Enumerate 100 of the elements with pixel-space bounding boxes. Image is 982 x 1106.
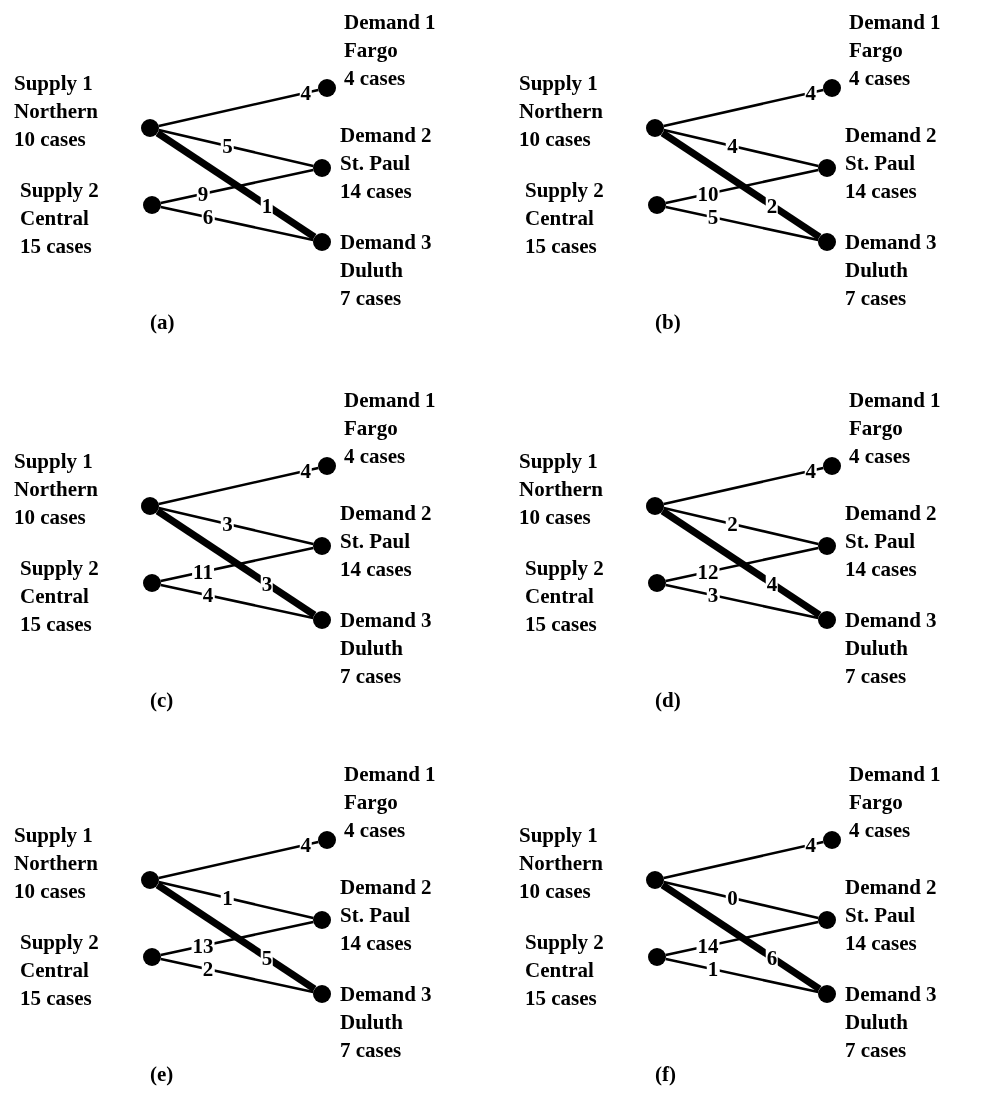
connector-line	[663, 840, 824, 880]
node-dot	[318, 79, 336, 97]
node-dot	[313, 537, 331, 555]
connector-line	[160, 546, 314, 583]
connector-line	[160, 583, 314, 620]
node-dot	[141, 871, 159, 889]
connector-line	[160, 168, 314, 205]
node-dot	[143, 948, 161, 966]
thick-connector-line	[155, 130, 317, 240]
connector-line	[665, 583, 819, 620]
thick-connector-line	[660, 882, 822, 992]
edge-label: 1	[260, 195, 274, 216]
node-label: Demand 2 St. Paul 14 cases	[845, 874, 937, 957]
node-dot	[141, 119, 159, 137]
connector-line	[158, 506, 314, 546]
node-label: Demand 1 Fargo 4 cases	[849, 387, 941, 470]
connector-line	[665, 205, 819, 242]
node-dot	[818, 233, 836, 251]
node-dot	[143, 574, 161, 592]
connector-line	[663, 88, 824, 128]
node-label: Demand 1 Fargo 4 cases	[344, 761, 436, 844]
node-dot	[823, 831, 841, 849]
connector-line	[160, 205, 314, 242]
edge-label: 6	[765, 947, 779, 968]
thick-connector-line	[660, 508, 822, 618]
node-dot	[313, 985, 331, 1003]
node-label: Supply 1 Northern 10 cases	[14, 822, 98, 905]
node-label: Supply 2 Central 15 cases	[525, 177, 604, 260]
edge-label: 5	[260, 947, 274, 968]
node-dot	[313, 159, 331, 177]
edge-label: 3	[260, 573, 274, 594]
connector-line	[158, 128, 314, 168]
node-label: Supply 2 Central 15 cases	[525, 929, 604, 1012]
node-dot	[823, 79, 841, 97]
node-dot	[818, 159, 836, 177]
panel-caption: (e)	[150, 1062, 174, 1087]
node-label: Supply 2 Central 15 cases	[20, 929, 99, 1012]
node-dot	[141, 497, 159, 515]
edge-label: 1	[221, 888, 234, 908]
panel-caption: (d)	[655, 688, 681, 713]
node-dot	[313, 233, 331, 251]
node-label: Demand 3 Duluth 7 cases	[340, 229, 432, 312]
connector-line	[665, 957, 819, 994]
node-label: Supply 1 Northern 10 cases	[14, 448, 98, 531]
edge-label: 2	[726, 514, 739, 534]
node-label: Supply 2 Central 15 cases	[20, 555, 99, 638]
node-label: Demand 3 Duluth 7 cases	[340, 607, 432, 690]
edge-label: 0	[726, 888, 739, 908]
node-dot	[313, 611, 331, 629]
node-label: Supply 2 Central 15 cases	[20, 177, 99, 260]
edge-label: 4	[765, 573, 779, 594]
node-label: Supply 1 Northern 10 cases	[519, 822, 603, 905]
panel-caption: (f)	[655, 1062, 676, 1087]
panel-caption: (c)	[150, 688, 174, 713]
node-label: Supply 1 Northern 10 cases	[14, 70, 98, 153]
panel-caption: (b)	[655, 310, 681, 335]
node-dot	[318, 457, 336, 475]
panel-caption: (a)	[150, 310, 175, 335]
node-dot	[823, 457, 841, 475]
node-label: Demand 2 St. Paul 14 cases	[845, 500, 937, 583]
node-dot	[818, 985, 836, 1003]
connector-line	[158, 466, 319, 506]
node-label: Demand 3 Duluth 7 cases	[340, 981, 432, 1064]
edge-label: 3	[221, 514, 234, 534]
node-label: Demand 1 Fargo 4 cases	[344, 9, 436, 92]
node-label: Supply 1 Northern 10 cases	[519, 448, 603, 531]
node-dot	[143, 196, 161, 214]
connector-line	[158, 840, 319, 880]
connector-line	[158, 880, 314, 920]
node-dot	[646, 119, 664, 137]
edge-label: 5	[221, 136, 234, 156]
node-dot	[318, 831, 336, 849]
node-label: Demand 2 St. Paul 14 cases	[340, 874, 432, 957]
node-dot	[648, 948, 666, 966]
node-label: Demand 3 Duluth 7 cases	[845, 607, 937, 690]
node-label: Demand 1 Fargo 4 cases	[344, 387, 436, 470]
node-dot	[648, 196, 666, 214]
node-dot	[818, 611, 836, 629]
connector-line	[663, 466, 824, 506]
connector-line	[663, 506, 819, 546]
node-label: Supply 1 Northern 10 cases	[519, 70, 603, 153]
connector-line	[663, 128, 819, 168]
node-label: Demand 3 Duluth 7 cases	[845, 981, 937, 1064]
node-label: Demand 1 Fargo 4 cases	[849, 761, 941, 844]
connector-line	[158, 88, 319, 128]
node-dot	[648, 574, 666, 592]
node-dot	[818, 537, 836, 555]
thick-connector-line	[660, 130, 822, 240]
node-label: Demand 2 St. Paul 14 cases	[340, 500, 432, 583]
node-label: Demand 2 St. Paul 14 cases	[340, 122, 432, 205]
node-label: Demand 3 Duluth 7 cases	[845, 229, 937, 312]
connector-line	[160, 920, 314, 957]
edge-label: 2	[765, 195, 779, 216]
connector-line	[160, 957, 314, 994]
node-dot	[646, 871, 664, 889]
node-label: Supply 2 Central 15 cases	[525, 555, 604, 638]
connector-line	[665, 546, 819, 583]
connector-line	[665, 920, 819, 957]
node-dot	[818, 911, 836, 929]
thick-connector-line	[155, 508, 317, 618]
